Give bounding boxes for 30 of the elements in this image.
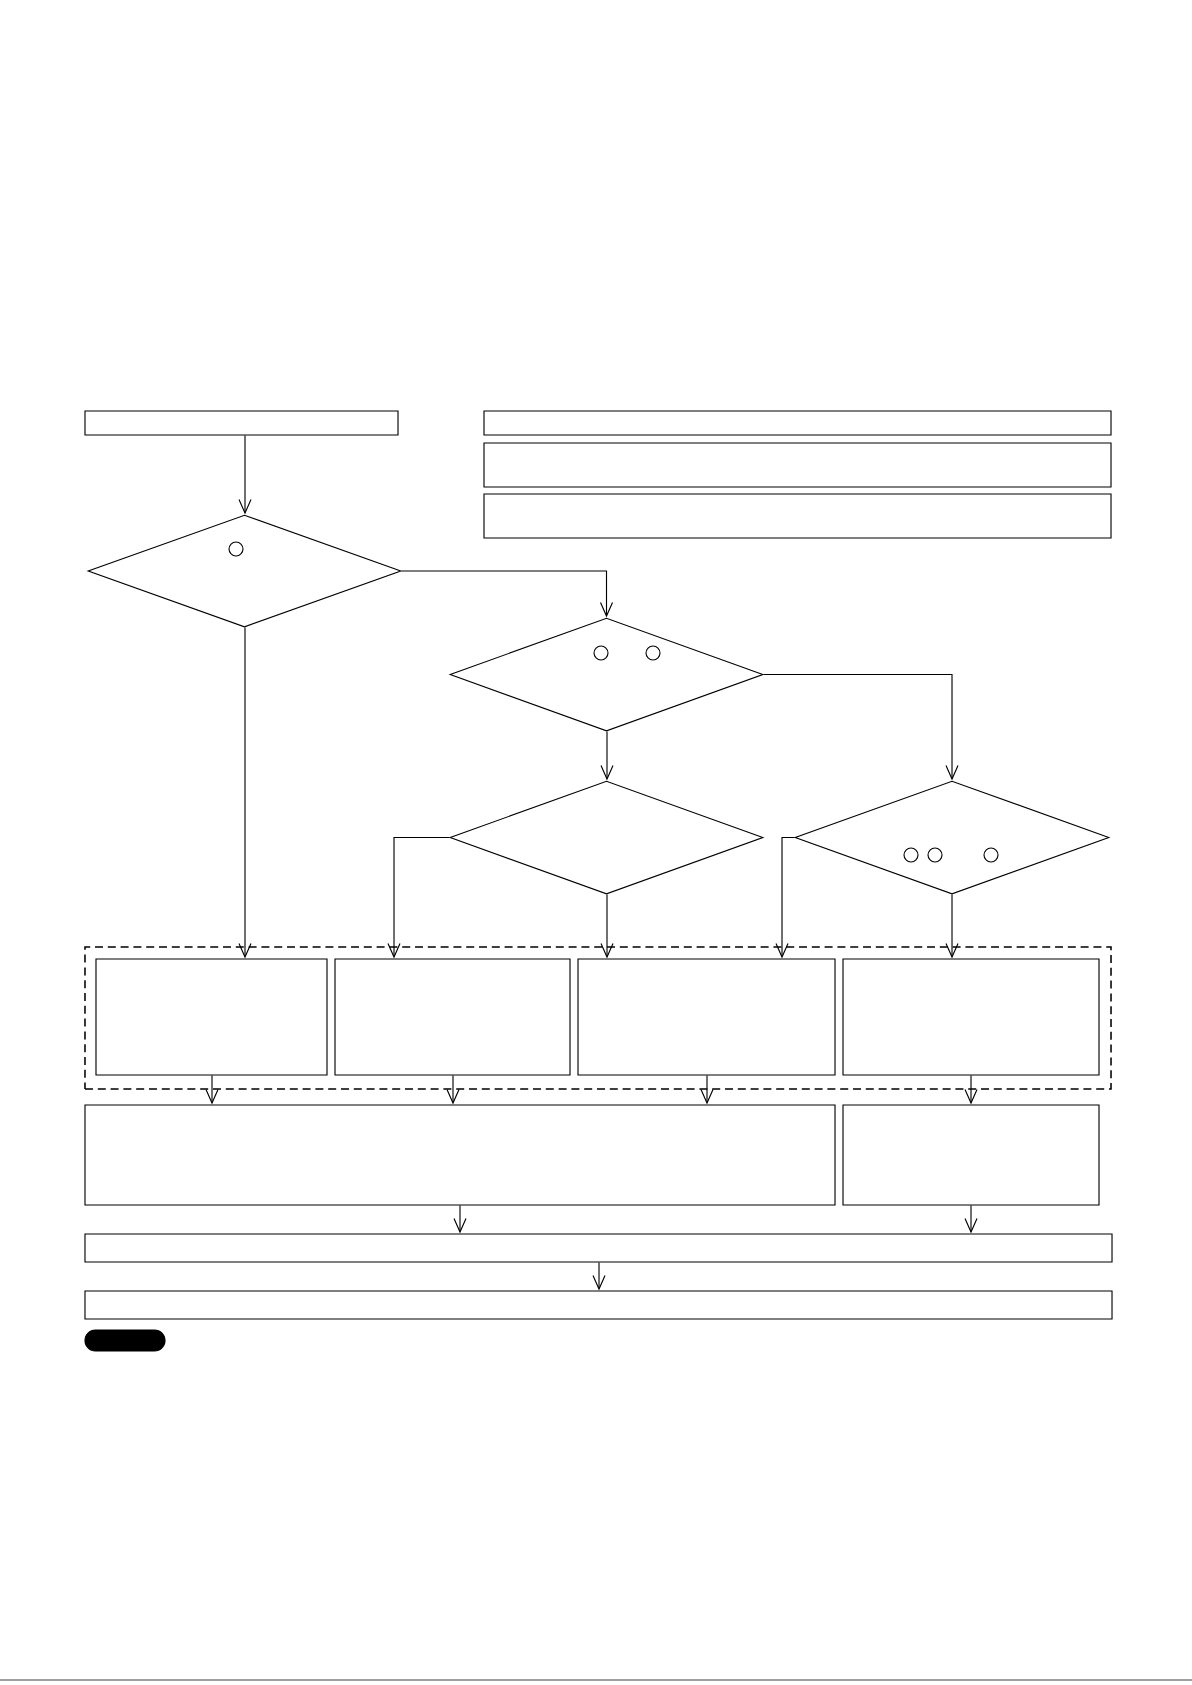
process-box [483, 493, 1112, 539]
process-box [84, 1104, 836, 1206]
dashed-frame [84, 946, 1112, 1090]
arrow [238, 435, 252, 515]
process-box [84, 1233, 1113, 1263]
rounded-tab [84, 1329, 166, 1352]
process-box [84, 1290, 1113, 1320]
arrow [964, 1075, 978, 1105]
arrow [945, 894, 959, 959]
arrow [600, 731, 614, 781]
arrow [775, 836, 795, 959]
arrow [401, 570, 614, 618]
arrow [763, 673, 959, 781]
arrow [205, 1075, 219, 1105]
arrow [600, 894, 614, 959]
arrow [453, 1205, 467, 1234]
arrow [700, 1075, 714, 1105]
arrow [387, 836, 450, 959]
process-box [483, 442, 1112, 488]
arrow [238, 627, 252, 959]
process-box [577, 958, 836, 1076]
arrow [964, 1205, 978, 1234]
arrow [446, 1075, 460, 1105]
process-box [334, 958, 571, 1076]
process-box [95, 958, 328, 1076]
process-box [84, 410, 399, 436]
process-box [842, 1104, 1100, 1206]
process-box [483, 410, 1112, 436]
process-box [842, 958, 1100, 1076]
arrow [592, 1262, 606, 1291]
